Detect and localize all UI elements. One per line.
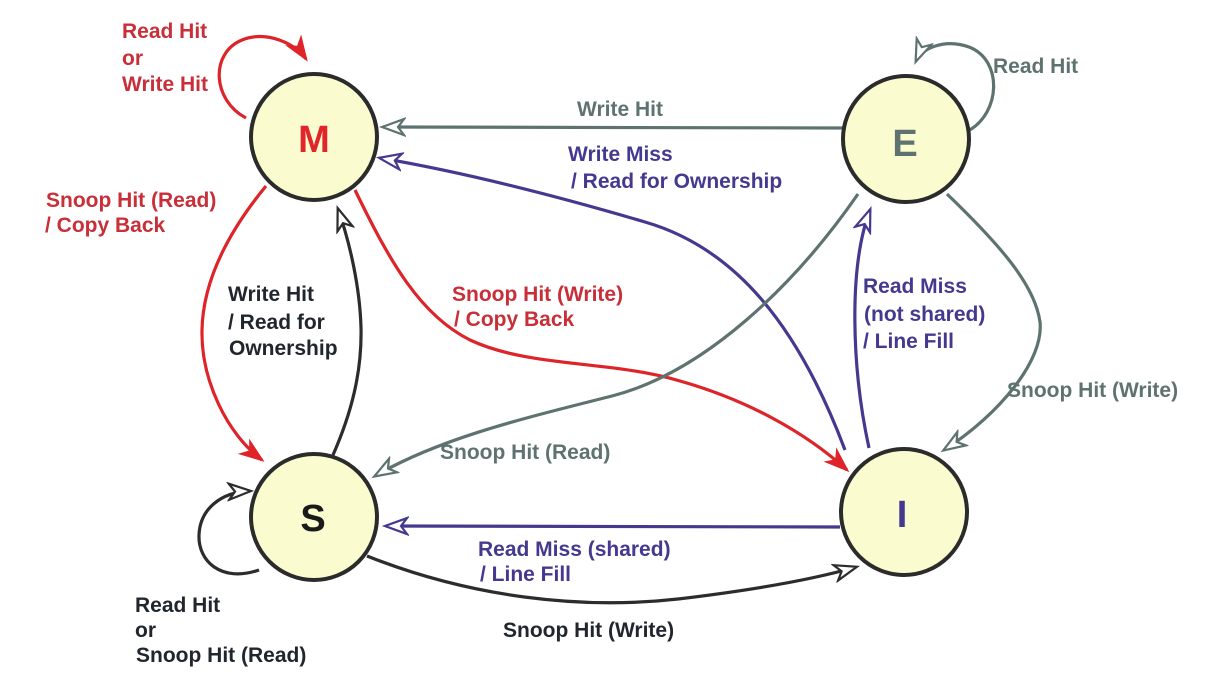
label-i-to-s-line1: Read Miss (shared) bbox=[478, 538, 671, 561]
arrow-e-to-s bbox=[375, 193, 860, 476]
arrow-i-to-e bbox=[855, 210, 872, 449]
transition-labels: Read Hit or Write Hit Read Hit Write Hit… bbox=[45, 20, 1178, 667]
label-m-self-line1: Read Hit bbox=[122, 20, 207, 43]
state-node-invalid bbox=[839, 447, 969, 577]
state-letter-i: I bbox=[897, 494, 908, 536]
label-s-to-m-line1: Write Hit bbox=[228, 283, 314, 306]
label-s-to-m-line2: / Read for bbox=[228, 311, 325, 334]
label-i-to-e-line3: / Line Fill bbox=[863, 330, 954, 353]
state-node-modified bbox=[249, 72, 379, 202]
label-m-to-s-line1: Snoop Hit (Read) bbox=[46, 189, 216, 212]
arrow-e-to-i bbox=[944, 192, 1042, 450]
state-node-exclusive bbox=[841, 74, 971, 204]
label-e-self: Read Hit bbox=[993, 55, 1078, 78]
arrow-m-to-i bbox=[353, 189, 847, 470]
state-letter-m: M bbox=[298, 119, 330, 161]
state-letter-e: E bbox=[892, 123, 917, 165]
state-nodes: M E S I bbox=[249, 72, 971, 582]
label-e-to-s: Snoop Hit (Read) bbox=[440, 441, 610, 464]
arrow-i-to-s bbox=[386, 526, 841, 527]
label-m-self-line2: or bbox=[122, 47, 143, 70]
label-i-to-m-line2: / Read for Ownership bbox=[571, 170, 782, 193]
state-node-shared bbox=[249, 452, 379, 582]
label-i-to-s-line2: / Line Fill bbox=[480, 563, 571, 586]
label-m-to-s-line2: / Copy Back bbox=[45, 214, 166, 237]
arrow-s-to-i bbox=[366, 554, 856, 605]
label-s-self-line3: Snoop Hit (Read) bbox=[136, 644, 306, 667]
label-m-to-i-line1: Snoop Hit (Write) bbox=[452, 283, 623, 306]
label-i-to-e-line1: Read Miss bbox=[863, 275, 967, 298]
label-e-to-i: Snoop Hit (Write) bbox=[1007, 379, 1178, 402]
state-letter-s: S bbox=[300, 498, 325, 540]
label-s-self-line2: or bbox=[135, 619, 156, 642]
arrow-s-self-loop bbox=[197, 491, 260, 576]
label-e-to-m: Write Hit bbox=[577, 98, 663, 121]
arrow-s-to-m bbox=[331, 209, 363, 456]
label-m-self-line3: Write Hit bbox=[122, 73, 208, 96]
arrow-i-to-m bbox=[380, 158, 847, 451]
label-s-to-i: Snoop Hit (Write) bbox=[503, 619, 674, 642]
label-i-to-e-line2: (not shared) bbox=[864, 303, 985, 326]
arrow-e-self-loop bbox=[916, 44, 996, 133]
label-m-to-i-line2: / Copy Back bbox=[454, 308, 575, 331]
arrow-e-to-m bbox=[383, 127, 844, 128]
label-s-self-line1: Read Hit bbox=[135, 594, 220, 617]
transition-arrows bbox=[197, 37, 1042, 605]
label-s-to-m-line3: Ownership bbox=[229, 337, 338, 360]
arrow-m-to-s bbox=[200, 184, 268, 460]
label-i-to-m-line1: Write Miss bbox=[568, 143, 673, 166]
arrow-m-self-loop bbox=[217, 37, 306, 120]
